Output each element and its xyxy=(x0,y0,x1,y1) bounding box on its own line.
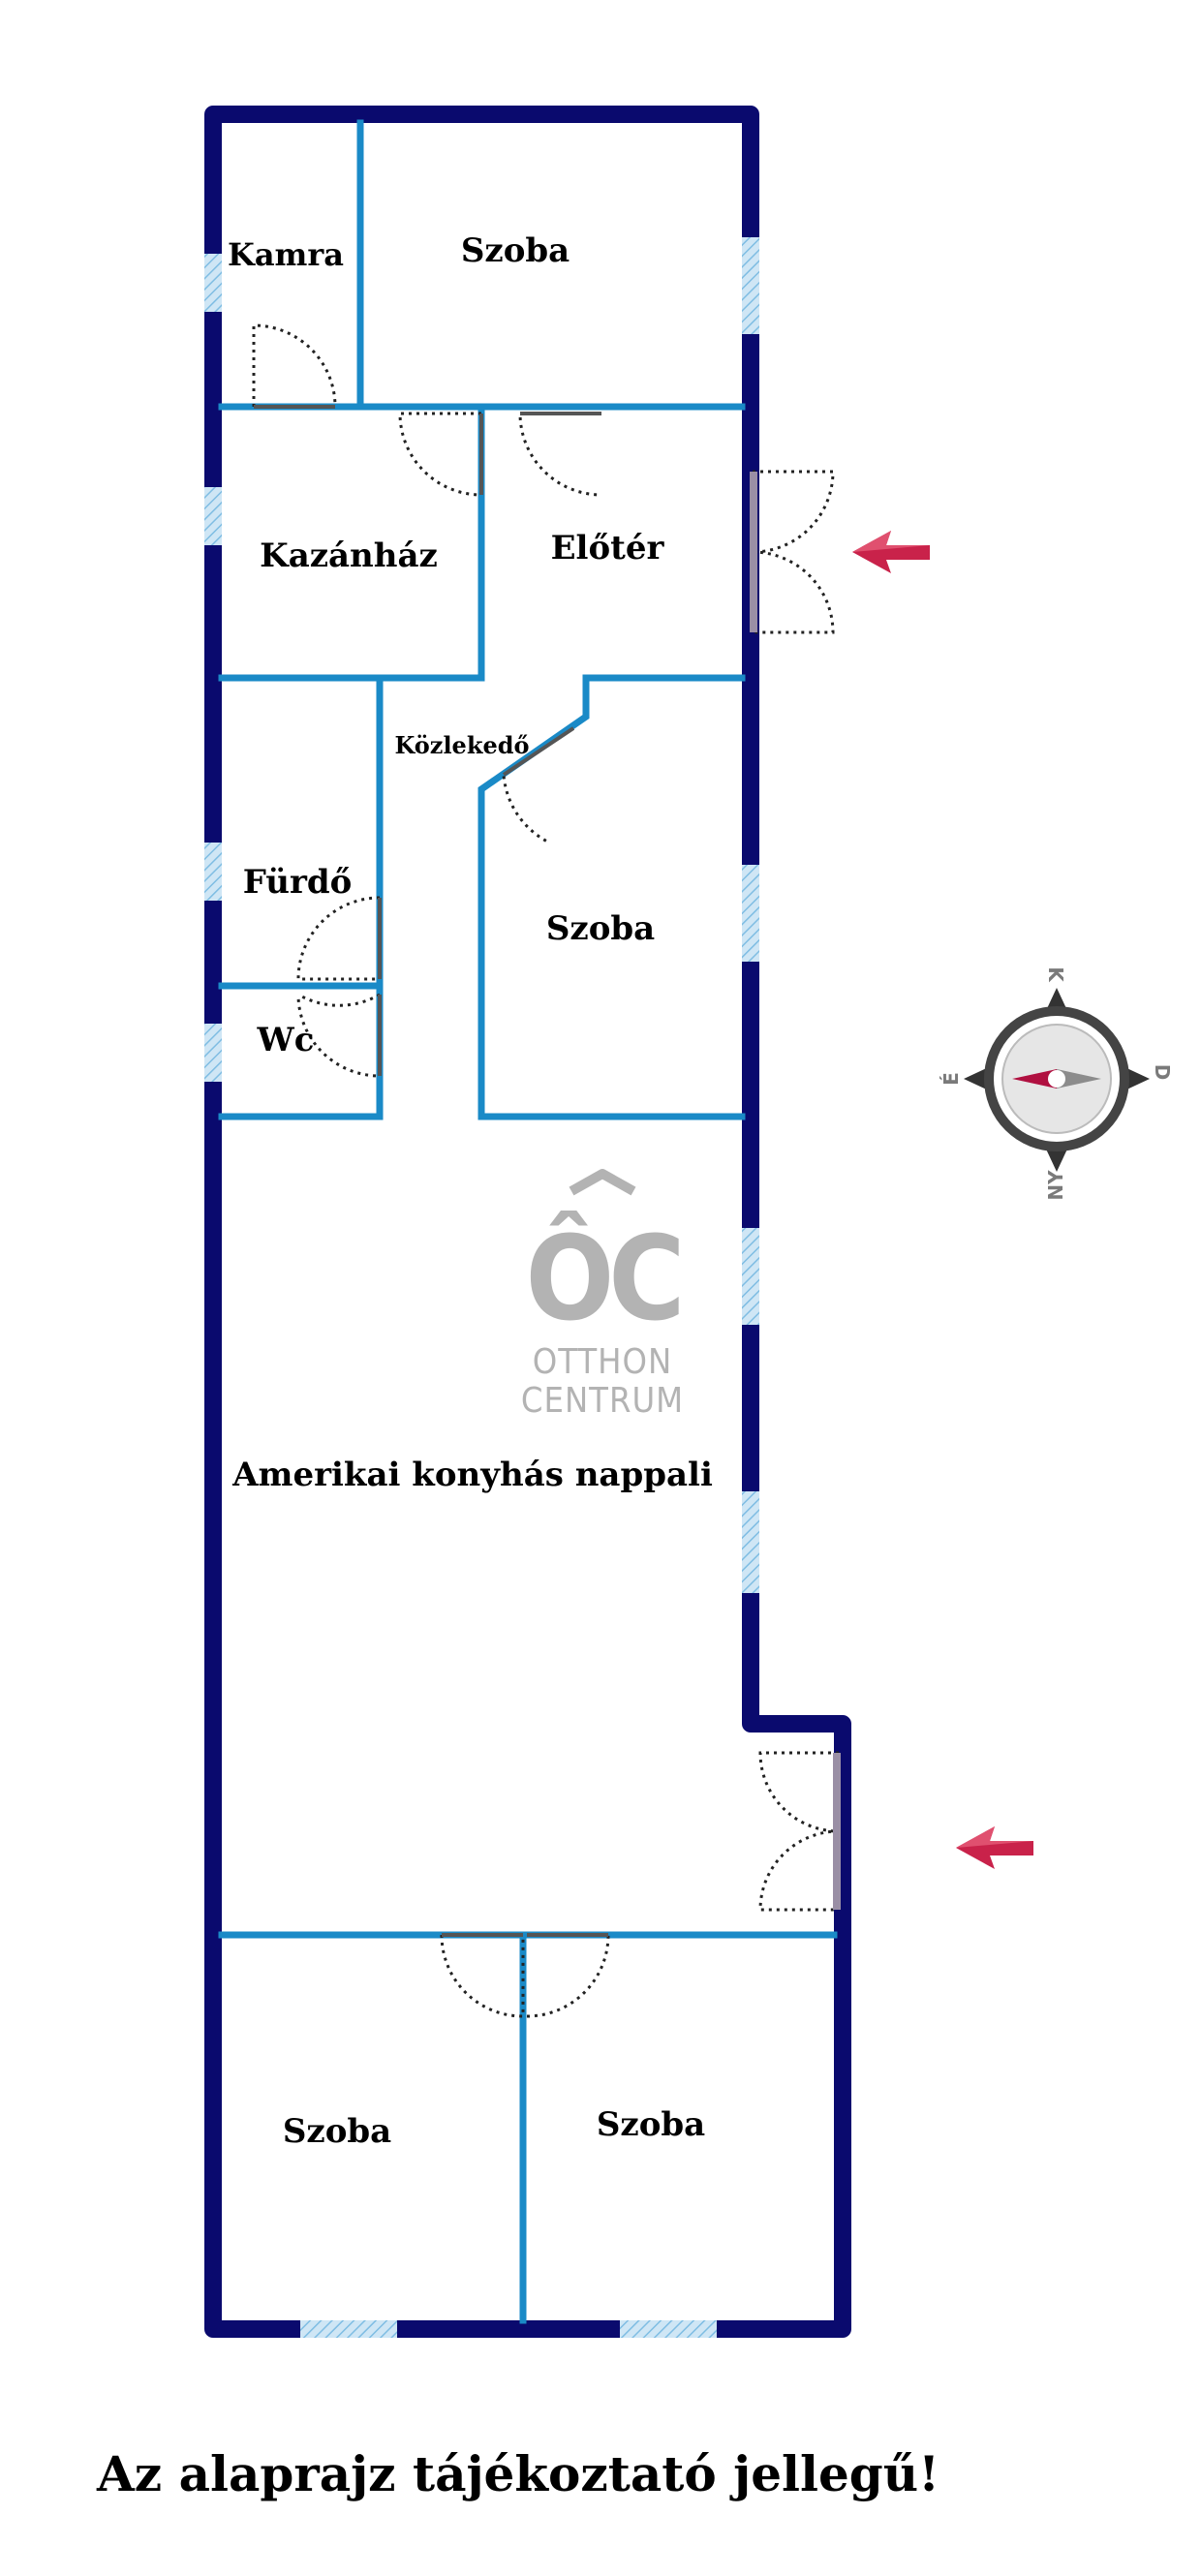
door-eloter xyxy=(518,412,602,497)
door-szoba-bottom-right xyxy=(526,1933,610,2018)
logo-monogram: ÔC xyxy=(526,1211,680,1347)
door-frame-bottom xyxy=(833,1753,841,1910)
room-label-szoba-top: Szoba xyxy=(461,231,570,270)
window xyxy=(204,487,222,545)
otthon-centrum-logo: ÔC OTTHON CENTRUM xyxy=(521,1169,685,1421)
doors xyxy=(252,323,840,2018)
window xyxy=(204,843,222,901)
door-entrance-top-b xyxy=(752,550,835,634)
compass-label-west: É xyxy=(939,1072,963,1086)
entrance-arrow-bottom xyxy=(956,1826,1033,1869)
room-label-szoba-bottom-left: Szoba xyxy=(283,2112,391,2151)
room-label-wc: Wc xyxy=(257,1021,315,1059)
room-label-szoba-bottom-right: Szoba xyxy=(597,2105,705,2144)
room-label-kamra: Kamra xyxy=(228,236,344,273)
window xyxy=(742,865,759,962)
room-label-szoba-mid: Szoba xyxy=(546,909,655,948)
logo-line1: OTTHON xyxy=(533,1342,672,1382)
room-label-kozlekedo: Közlekedő xyxy=(394,731,529,759)
door-entrance-bottom-a xyxy=(758,1751,840,1833)
window xyxy=(620,2320,717,2338)
disclaimer-note: Az alaprajz tájékoztató jellegű! xyxy=(96,2445,939,2502)
door-frame-top xyxy=(750,472,757,632)
compass-icon: K D NY É xyxy=(939,966,1174,1200)
door-szoba-mid xyxy=(502,726,574,844)
door-entrance-bottom-b xyxy=(758,1829,840,1912)
outer-wall xyxy=(204,106,851,2338)
door-kazanhaz xyxy=(398,412,482,497)
compass-label-south: NY xyxy=(1044,1170,1067,1201)
room-label-kazanhaz: Kazánház xyxy=(260,537,438,575)
logo-roof-icon xyxy=(569,1169,636,1196)
room-label-furdo: Fürdő xyxy=(243,863,353,902)
door-szoba-bottom-left xyxy=(440,1934,525,2018)
compass-label-north: K xyxy=(1044,966,1067,983)
window xyxy=(204,254,222,312)
windows xyxy=(204,237,759,2338)
room-label-nappali: Amerikai konyhás nappali xyxy=(231,1456,713,1494)
door-leaves xyxy=(254,405,608,1937)
window xyxy=(742,1228,759,1325)
window xyxy=(742,237,759,334)
window xyxy=(204,1024,222,1082)
logo-line2: CENTRUM xyxy=(521,1381,684,1421)
window xyxy=(742,1491,759,1593)
room-label-eloter: Előtér xyxy=(551,529,665,567)
compass-label-east: D xyxy=(1151,1064,1174,1081)
door-entrance-top-a xyxy=(752,470,835,554)
door-furdo xyxy=(296,896,381,981)
door-wc xyxy=(296,993,382,1078)
entrance-arrow-top xyxy=(852,531,930,573)
door-kamra xyxy=(252,323,337,408)
window xyxy=(300,2320,397,2338)
